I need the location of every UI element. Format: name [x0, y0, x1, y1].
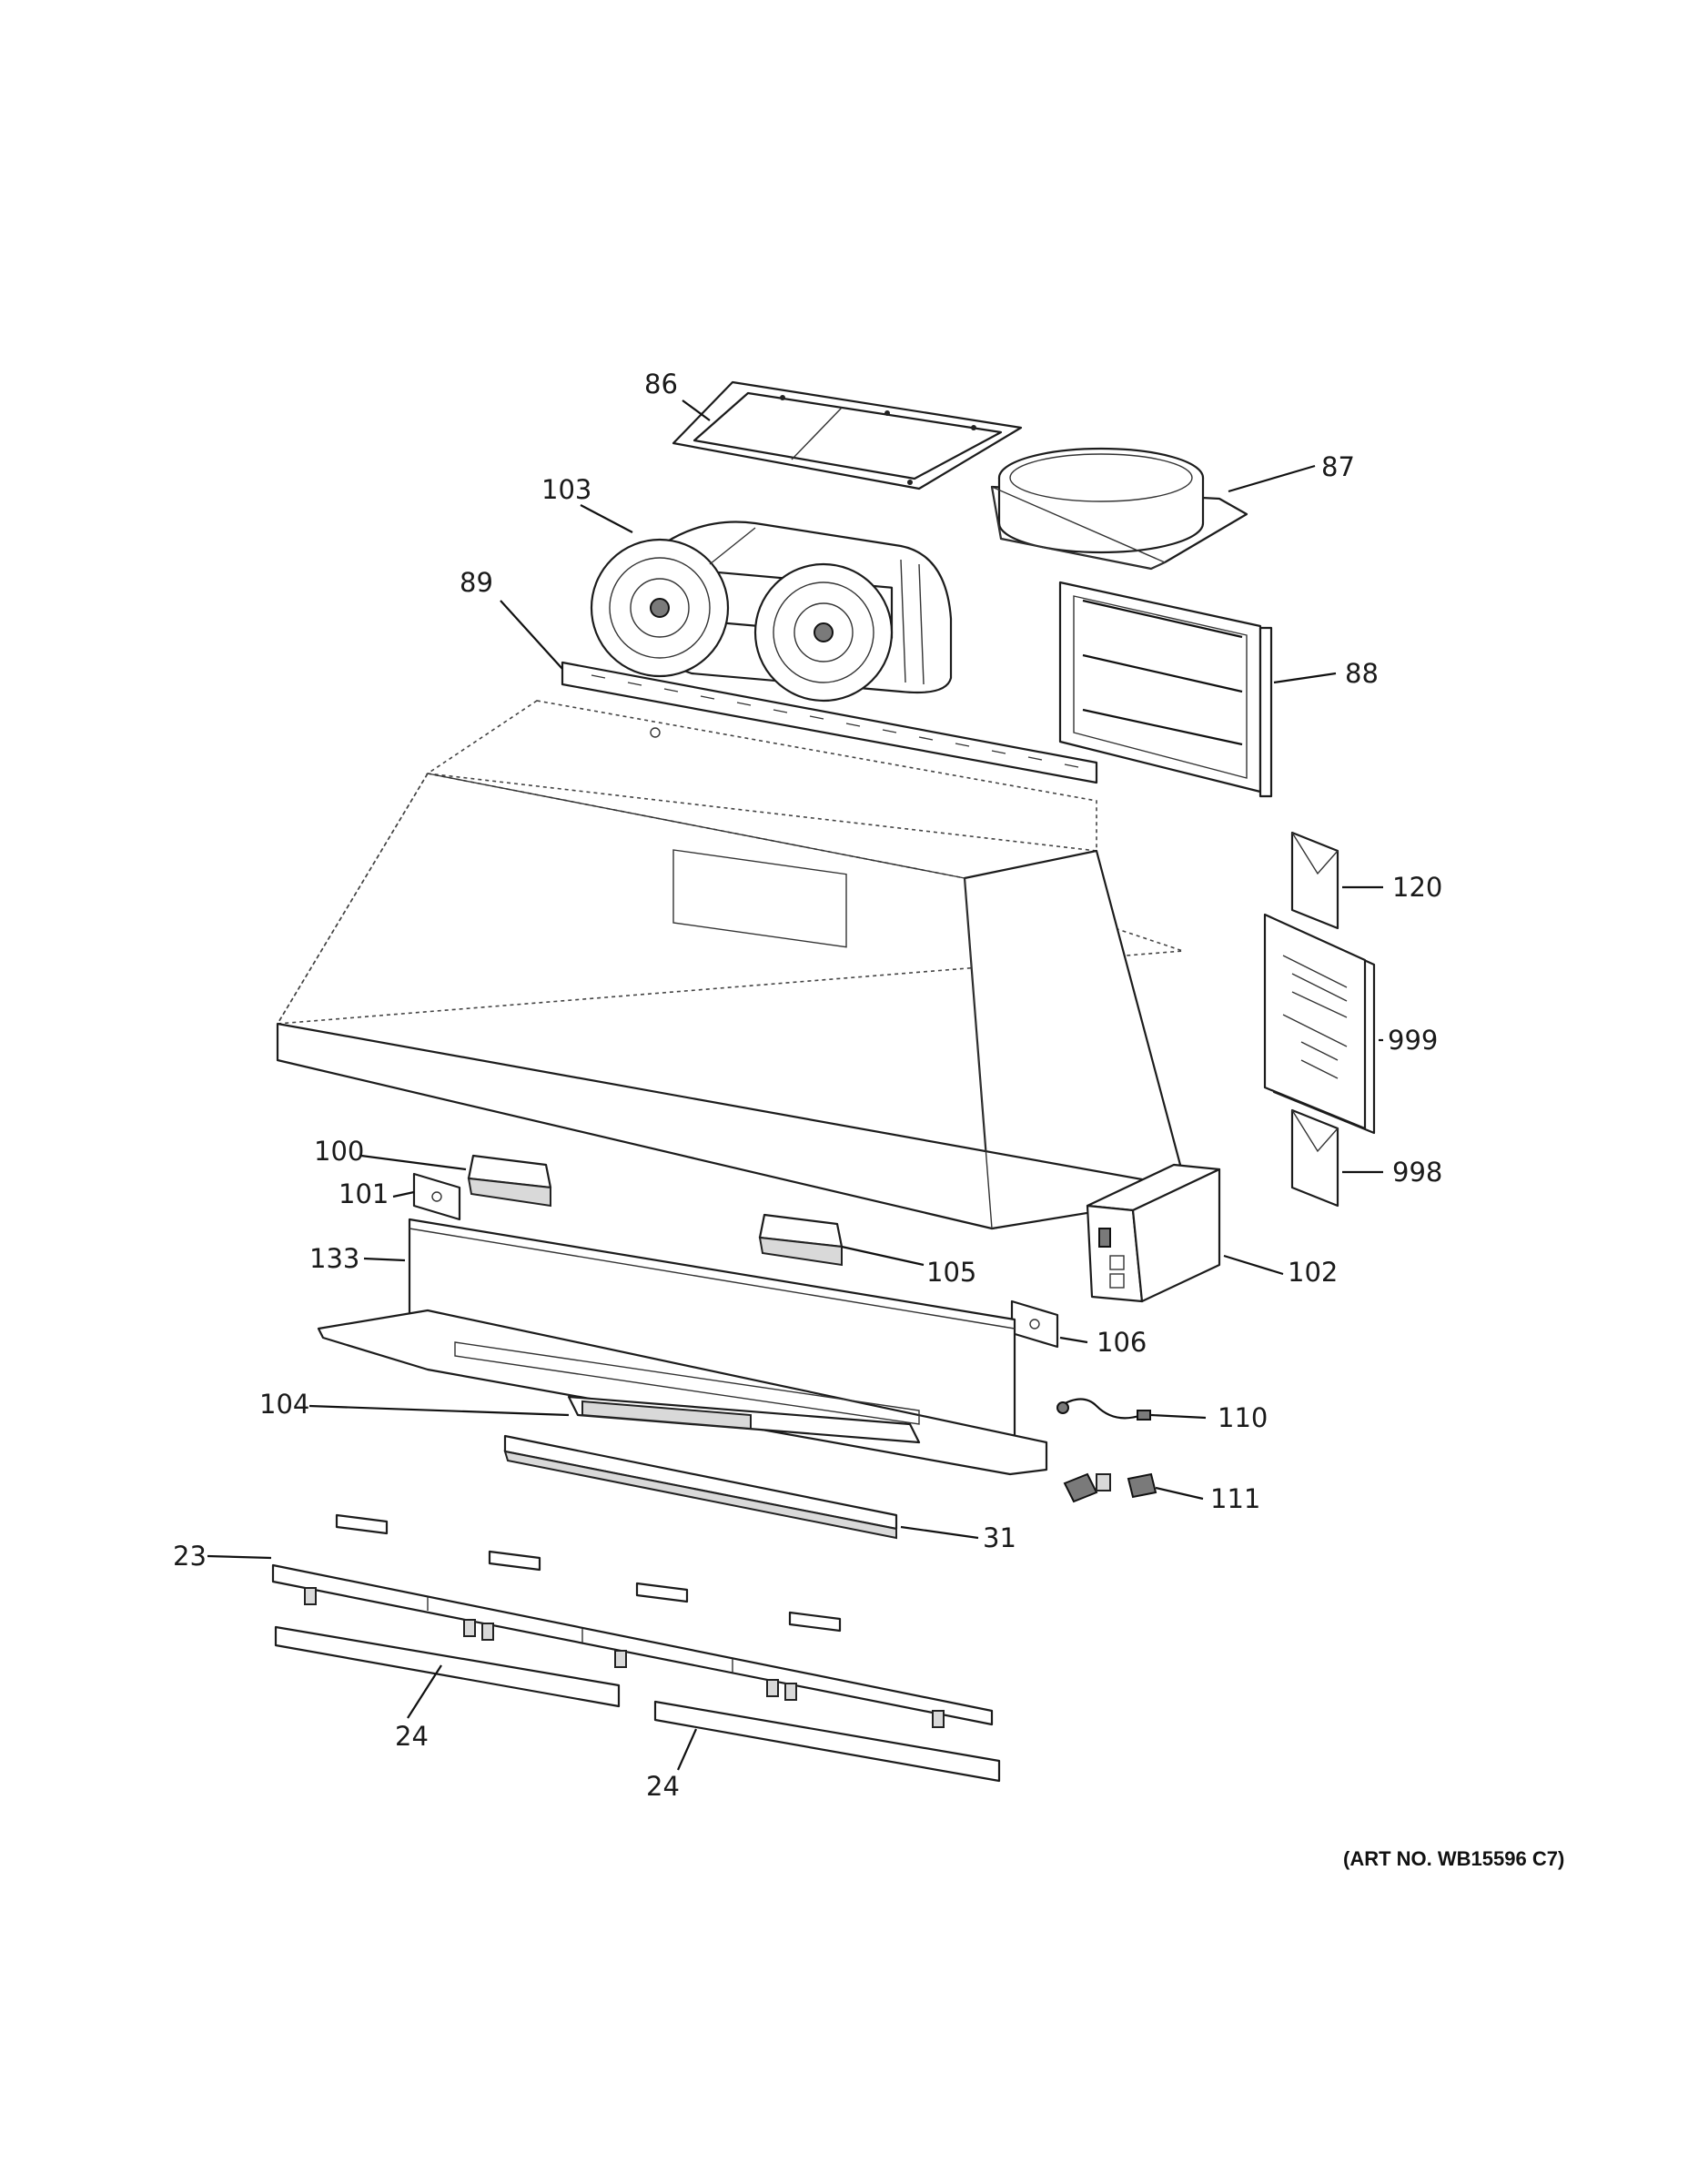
label-23: 23: [173, 1541, 207, 1572]
part-31-light-bar: [503, 1434, 898, 1540]
part-999-manual: [1263, 913, 1376, 1135]
part-998-sheet: [1290, 1108, 1339, 1208]
label-110: 110: [1218, 1402, 1268, 1433]
label-120: 120: [1392, 872, 1442, 903]
label-102: 102: [1288, 1257, 1338, 1288]
label-31: 31: [983, 1522, 1016, 1553]
label-100: 100: [314, 1136, 364, 1167]
part-100-light: [467, 1154, 552, 1208]
part-102-junction-box: [1086, 1163, 1221, 1303]
label-89: 89: [460, 567, 493, 598]
part-88-damper-frame: [1058, 581, 1273, 798]
label-106: 106: [1097, 1327, 1147, 1358]
label-998: 998: [1392, 1157, 1442, 1188]
label-86: 86: [644, 369, 678, 399]
part-111-plugs: [1063, 1472, 1157, 1503]
part-24-trim-right: [653, 1700, 1001, 1783]
part-87-duct-transition: [990, 447, 1248, 571]
label-87: 87: [1321, 451, 1355, 482]
label-24-right: 24: [646, 1771, 680, 1802]
part-106-plate: [1010, 1299, 1059, 1349]
label-101: 101: [339, 1178, 389, 1209]
label-88: 88: [1345, 658, 1379, 689]
label-133: 133: [309, 1243, 359, 1274]
part-105-light: [758, 1213, 844, 1267]
label-999: 999: [1388, 1025, 1438, 1056]
part-23-filter-rail: [271, 1563, 994, 1728]
part-104-control: [567, 1395, 921, 1444]
part-labels: 86 87 103 89 88 120 999 998 100 101 133 …: [173, 369, 1564, 1870]
part-101-plate: [412, 1172, 461, 1221]
hood-body: [276, 700, 1189, 1230]
label-111: 111: [1210, 1483, 1260, 1514]
part-89-bracket: [561, 661, 1098, 784]
part-120-sheet: [1290, 831, 1339, 930]
part-24-trim-left: [274, 1625, 621, 1708]
art-number: (ART NO. WB15596 C7): [1343, 1847, 1564, 1870]
label-105: 105: [926, 1257, 976, 1288]
leader-lines: [207, 399, 1383, 1771]
label-103: 103: [541, 474, 591, 505]
small-clips: [335, 1513, 842, 1633]
part-110-cord: [1056, 1398, 1151, 1421]
label-104: 104: [259, 1389, 309, 1420]
label-24-left: 24: [395, 1721, 429, 1752]
part-103-blower-assembly: [590, 521, 953, 703]
part-86-top-frame: [672, 380, 1023, 490]
